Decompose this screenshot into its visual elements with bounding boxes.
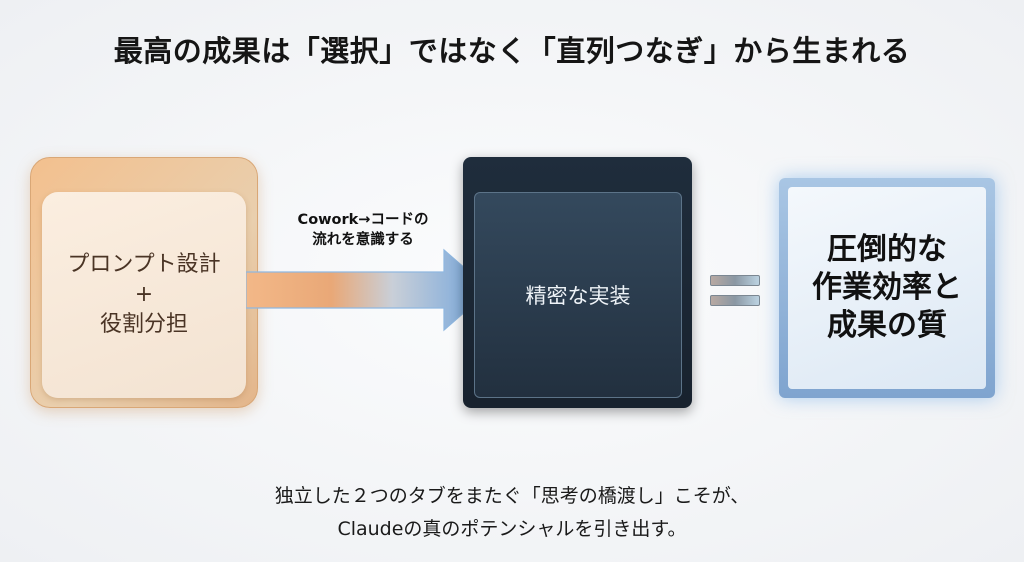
implementation-label: 精密な実装 — [525, 284, 631, 308]
footer-line: Claudeの真のポテンシャルを引き出す。 — [337, 518, 687, 540]
result-text-line: 圧倒的な — [827, 232, 947, 267]
plus-sign: + — [134, 282, 154, 307]
arrow-label-line: Cowork→コードの — [297, 212, 429, 228]
page-title: 最高の成果は「選択」ではなく「直列つなぎ」から生まれる — [113, 34, 911, 68]
result-text-line: 成果の質 — [827, 308, 947, 343]
card-text-line: 役割分担 — [99, 312, 188, 337]
result-card-inner: 圧倒的な 作業効率と 成果の質 — [788, 187, 986, 389]
footer-caption: 独立した２つのタブをまたぐ「思考の橋渡し」こそが、 Claudeの真のポテンシャ… — [0, 480, 1024, 546]
prompt-design-card-inner: プロンプト設計 + 役割分担 — [42, 192, 246, 398]
equals-bar-top — [710, 275, 760, 286]
card-text-line: プロンプト設計 — [67, 252, 221, 277]
result-text-line: 作業効率と — [812, 270, 962, 305]
equals-bar-bottom — [710, 295, 760, 306]
arrow-label: Cowork→コードの 流れを意識する — [268, 210, 458, 250]
implementation-card-inner: 精密な実装 — [474, 192, 682, 398]
footer-line: 独立した２つのタブをまたぐ「思考の橋渡し」こそが、 — [274, 485, 750, 507]
arrow-label-line: 流れを意識する — [312, 232, 414, 248]
flow-arrow-icon — [246, 248, 491, 332]
